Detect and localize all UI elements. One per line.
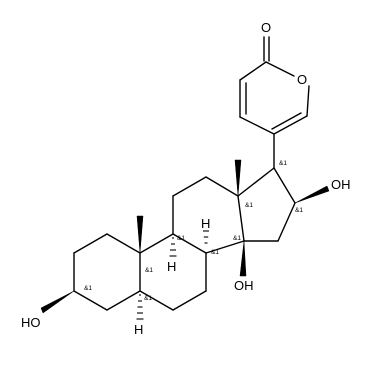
bond-c12-c11 [172, 176, 207, 197]
stereo-c10: &1 [145, 267, 153, 274]
hydrogen-c5-label: H [134, 322, 143, 337]
bond-c3-c2 [239, 61, 267, 81]
ring-a [73, 233, 141, 311]
wedge-c13-methyl [234, 159, 242, 197]
bond-c6-c5-b [271, 112, 302, 130]
oxygen-carbonyl-label: O [261, 20, 271, 35]
stereo-c8: &1 [211, 249, 219, 256]
hydroxyl-c16-label: OH [331, 177, 351, 192]
bond-c5-c4 [239, 116, 275, 135]
bond-c13-c17 [237, 167, 275, 197]
stereo-c5: &1 [144, 295, 152, 302]
wedge-c16-oh [294, 185, 330, 204]
bond-c2-o-ring [265, 61, 295, 77]
hydroxyl-c14-label: OH [234, 278, 254, 293]
ring-b [139, 233, 207, 311]
stereo-c9: &1 [177, 235, 185, 242]
bond-c4-c5 [106, 290, 141, 311]
bond-c1-c2 [73, 233, 108, 254]
wedge-c14-oh [239, 240, 247, 277]
hash-c8-h [203, 230, 209, 244]
stereo-c13: &1 [245, 202, 253, 209]
pyranone-ring [239, 36, 310, 135]
bond-c10-c1 [106, 233, 141, 254]
stereo-c3: &1 [84, 285, 92, 292]
ring-c [172, 176, 245, 254]
stereo-c14: &1 [233, 235, 241, 242]
stereo-c16: &1 [295, 207, 303, 214]
bond-c14-c13 [237, 195, 245, 242]
bond-c3-c4 [73, 290, 108, 311]
bond-c13-c12 [205, 176, 239, 197]
bond-c17-c16 [273, 167, 296, 204]
bond-c8-c14 [205, 240, 245, 254]
hydrogen-c9-label: H [167, 259, 176, 274]
hash-c9-h [169, 237, 177, 257]
bond-c5-c6 [139, 290, 174, 311]
bond-c6-c5-a [273, 115, 308, 135]
hydrogen-c8-label: H [201, 216, 210, 231]
oxygen-ring-label: O [297, 72, 307, 87]
wedge-c3-oh [40, 290, 75, 314]
bond-c6-c7 [172, 290, 207, 311]
hydroxyl-c3-label: HO [21, 315, 41, 330]
bond-o-ring-c6 [306, 85, 310, 117]
bond-c9-c10 [139, 233, 174, 254]
bond-c9-c8 [172, 233, 207, 254]
wedge-c10-methyl [136, 215, 144, 254]
bond-c16-c15 [277, 202, 296, 242]
stereo-c17: &1 [279, 160, 287, 167]
hash-c5-h [136, 294, 144, 320]
ring-d [237, 167, 296, 242]
